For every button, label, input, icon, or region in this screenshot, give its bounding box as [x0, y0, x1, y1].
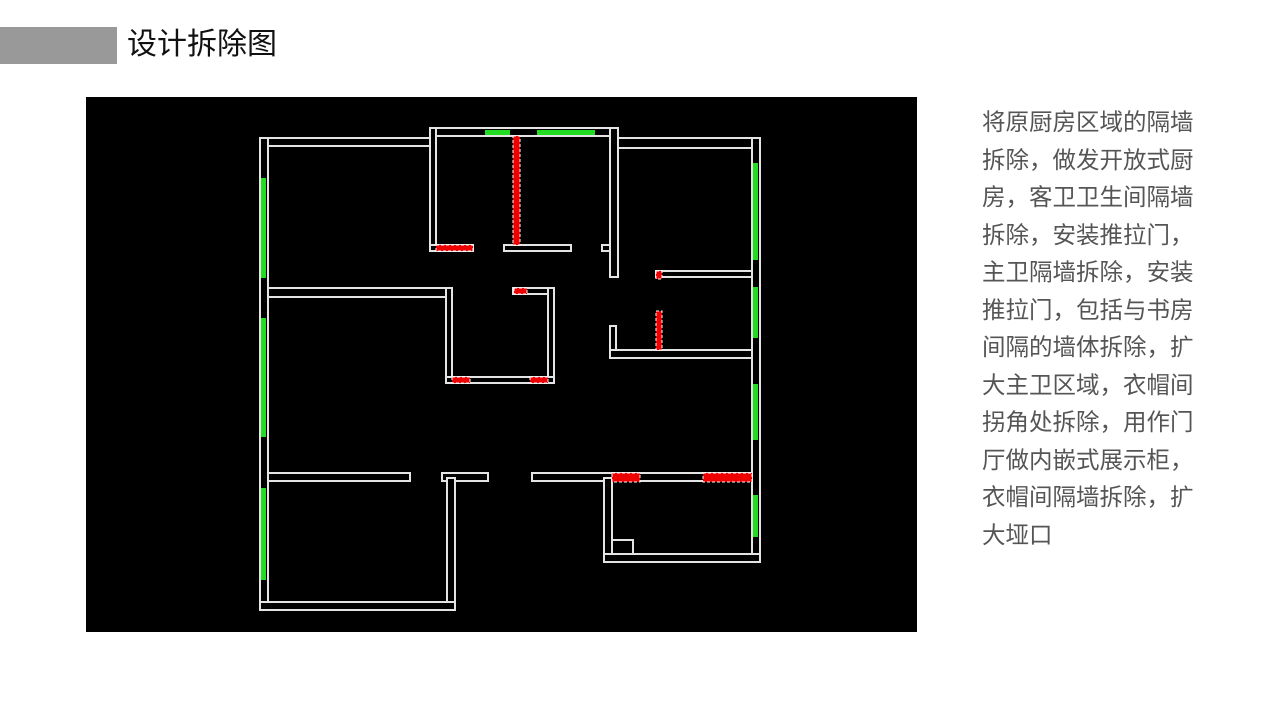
wall: [547, 287, 555, 384]
demolished-wall: [655, 270, 663, 280]
wall: [259, 601, 456, 611]
wall: [441, 472, 489, 482]
window: [261, 178, 266, 278]
wall: [429, 127, 437, 252]
floor-plan-drawing: [86, 97, 917, 632]
floor-plan-svg: [259, 127, 761, 611]
wall: [259, 137, 433, 147]
wall: [611, 539, 634, 555]
window: [537, 130, 595, 135]
wall: [609, 349, 753, 359]
walls: [259, 127, 761, 611]
page-title: 设计拆除图: [127, 27, 277, 62]
demolished-wall: [702, 472, 753, 483]
window: [753, 287, 758, 338]
wall: [601, 244, 611, 252]
demolished-wall: [512, 135, 521, 246]
wall: [603, 553, 761, 563]
window: [485, 130, 510, 135]
demolished-wall: [513, 287, 528, 295]
windows: [261, 130, 758, 580]
wall: [445, 376, 555, 384]
wall: [655, 270, 753, 278]
window: [753, 163, 758, 260]
demolished-walls: [435, 135, 753, 483]
wall: [445, 287, 453, 384]
wall: [609, 127, 619, 278]
wall: [603, 477, 613, 563]
window: [261, 488, 266, 580]
wall: [446, 477, 456, 611]
wall: [503, 244, 572, 252]
title-accent-bar: [0, 27, 117, 64]
window: [753, 495, 758, 537]
description-text: 将原厨房区域的隔墙拆除，做发开放式厨房，客卫卫生间隔墙拆除，安装推拉门，主卫隔墙…: [982, 108, 1194, 549]
demolished-wall: [611, 472, 641, 483]
wall: [267, 287, 453, 298]
demolished-wall: [435, 244, 474, 252]
window: [261, 318, 266, 437]
wall: [267, 472, 411, 482]
demolished-wall: [529, 376, 549, 384]
demolished-wall: [451, 376, 471, 384]
window: [753, 384, 758, 440]
demolished-wall: [655, 310, 663, 351]
wall: [617, 137, 761, 149]
